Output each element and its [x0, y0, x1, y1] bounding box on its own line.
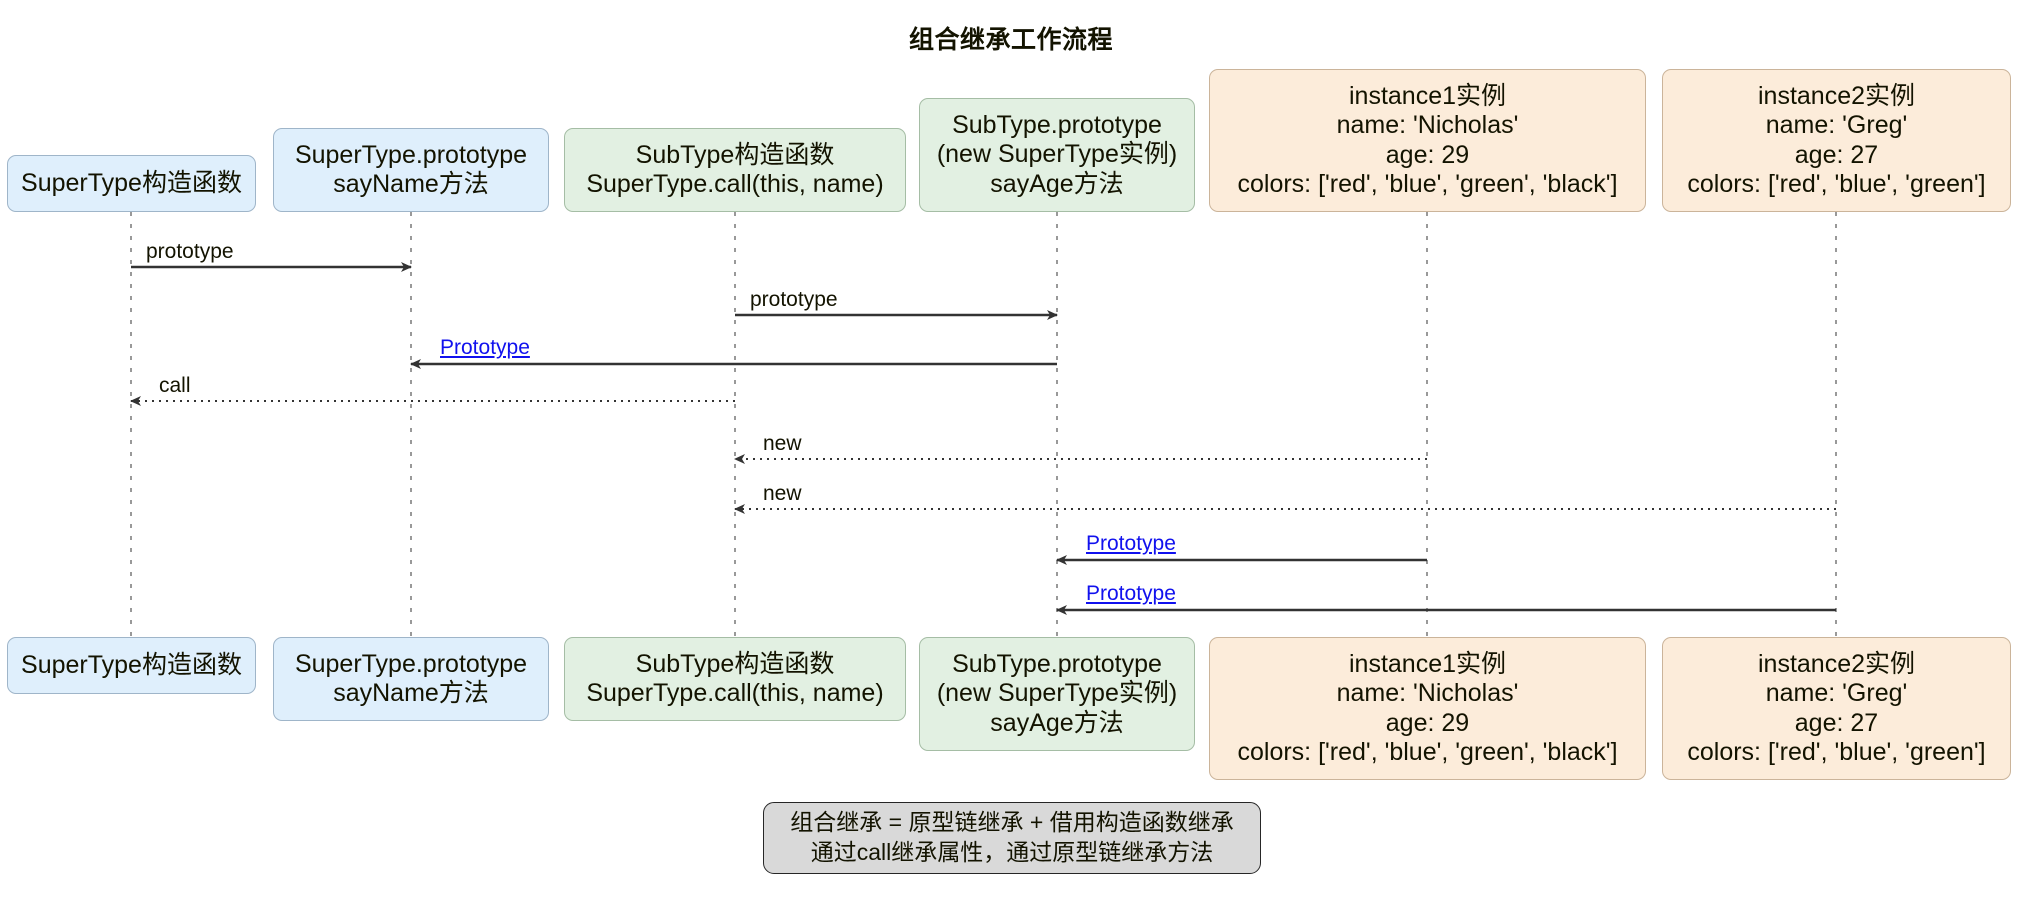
participant-label-line: SubType构造函数 [635, 649, 835, 678]
participant-label-line: SuperType构造函数 [21, 650, 242, 679]
participant-label-line: (new SuperType实例) [936, 679, 1178, 708]
participant-label-line: colors: ['red', 'blue', 'green'] [1687, 738, 1986, 766]
message-label-call-3: call [159, 374, 191, 397]
participant-label-line: name: 'Greg' [1765, 679, 1908, 707]
participant-label-line: colors: ['red', 'blue', 'green'] [1687, 170, 1986, 198]
participant-label-line: SuperType.call(this, name) [586, 679, 884, 707]
participant-label-line: age: 27 [1794, 140, 1879, 169]
note-box: 组合继承 = 原型链继承 + 借用构造函数继承通过call继承属性，通过原型链继… [763, 802, 1261, 874]
message-label-prototype-7[interactable]: Prototype [1086, 582, 1176, 605]
participant-label-line: name: 'Nicholas' [1336, 111, 1519, 139]
participant-label-line: sayAge方法 [990, 708, 1124, 737]
page-title: 组合继承工作流程 [908, 26, 1113, 54]
participant-label-line: age: 29 [1385, 140, 1470, 169]
participant-label-line: SuperType构造函数 [21, 168, 242, 197]
message-label-prototype-0: prototype [146, 240, 234, 263]
message-label-new-5: new [763, 482, 802, 505]
message-label-prototype-1: prototype [750, 288, 838, 311]
participant-label-line: age: 29 [1385, 708, 1470, 737]
participant-label-line: name: 'Nicholas' [1336, 679, 1519, 707]
participant-label-line: (new SuperType实例) [936, 140, 1178, 169]
participant-label-line: colors: ['red', 'blue', 'green', 'black'… [1237, 738, 1618, 766]
note-line: 通过call继承属性，通过原型链继承方法 [810, 839, 1214, 865]
participant-label-line: name: 'Greg' [1765, 111, 1908, 139]
participant-label-line: instance1实例 [1348, 81, 1507, 110]
participant-label-line: sayName方法 [333, 170, 489, 198]
participant-label-line: age: 27 [1794, 708, 1879, 737]
participant-subtype-prototype-bottom[interactable]: SubType.prototype(new SuperType实例)sayAge… [919, 637, 1195, 751]
participant-label-line: instance1实例 [1348, 649, 1507, 678]
participant-label-line: colors: ['red', 'blue', 'green', 'black'… [1237, 170, 1618, 198]
participant-label-line: SubType.prototype [952, 649, 1162, 678]
message-label-prototype-6[interactable]: Prototype [1086, 532, 1176, 555]
participant-label-line: SubType.prototype [952, 110, 1162, 139]
note-line: 组合继承 = 原型链继承 + 借用构造函数继承 [790, 809, 1234, 836]
message-label-new-4: new [763, 432, 802, 455]
participant-label-line: instance2实例 [1757, 649, 1916, 678]
participant-label-line: SuperType.prototype [294, 140, 528, 169]
participant-supertype-constructor-bottom[interactable]: SuperType构造函数 [7, 637, 256, 694]
participant-label-line: SuperType.call(this, name) [586, 170, 884, 198]
participant-label-line: sayName方法 [333, 679, 489, 707]
participant-subtype-prototype-top[interactable]: SubType.prototype(new SuperType实例)sayAge… [919, 98, 1195, 212]
message-label-prototype-2[interactable]: Prototype [440, 336, 530, 359]
participant-supertype-constructor-top[interactable]: SuperType构造函数 [7, 155, 256, 212]
participant-label-line: sayAge方法 [990, 169, 1124, 198]
participant-label-line: instance2实例 [1757, 81, 1916, 110]
participant-label-line: SuperType.prototype [294, 649, 528, 678]
participant-label-line: SubType构造函数 [635, 140, 835, 169]
